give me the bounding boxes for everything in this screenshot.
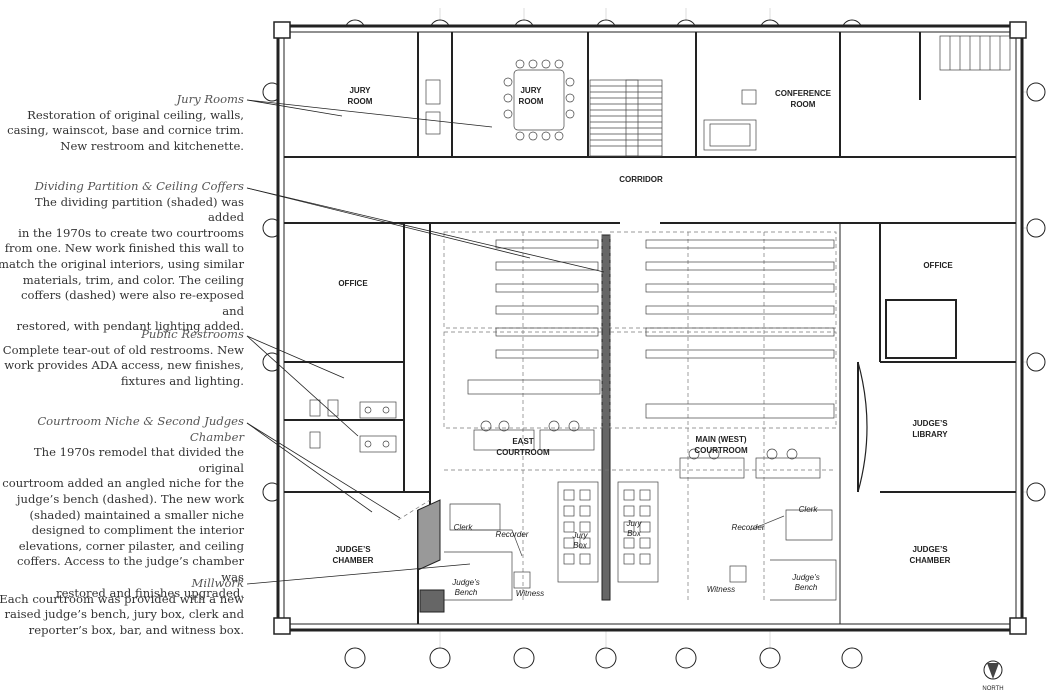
note-public-restrooms: Public Restrooms Complete tear-out of ol… xyxy=(0,327,244,389)
furniture-label: Witness xyxy=(516,589,544,598)
annotation-notes: Jury Rooms Restoration of original ceili… xyxy=(0,0,250,694)
note-line: courtroom added an angled niche for the xyxy=(2,476,244,491)
furniture-label: Recorder xyxy=(496,530,529,539)
courtroom-niche xyxy=(397,499,445,613)
note-line: coffers (dashed) were also re-exposed an… xyxy=(21,288,244,318)
furniture-label: Recorder xyxy=(732,523,765,532)
leader-lines xyxy=(246,99,605,585)
note-line: designed to compliment the interior xyxy=(31,523,244,538)
note-line: (shaded) maintained a smaller niche xyxy=(29,507,244,522)
note-line: New restroom and kitchenette. xyxy=(60,138,244,153)
note-heading: Courtroom Niche & Second Judges Chamber xyxy=(37,414,244,444)
note-line: Complete tear-out of old restrooms. New xyxy=(2,342,244,357)
note-courtroom-niche: Courtroom Niche & Second Judges Chamber … xyxy=(0,414,244,601)
room-label: CORRIDOR xyxy=(619,175,663,184)
north-arrow: NORTH xyxy=(982,660,1004,692)
north-arrow-icon xyxy=(987,663,999,679)
room-label: JURY xyxy=(520,86,542,95)
room-labels: JURY ROOM JURY ROOM CONFERENCE ROOM CORR… xyxy=(333,86,954,565)
room-label: COURTROOM xyxy=(694,446,748,455)
note-line: materials, trim, and color. The ceiling xyxy=(22,272,244,287)
note-millwork: Millwork Each courtroom was provided wit… xyxy=(0,576,244,638)
room-label: EAST xyxy=(512,437,533,446)
furniture-label: Bench xyxy=(455,588,478,597)
room-label: OFFICE xyxy=(923,261,953,270)
furniture-label: Jury xyxy=(571,531,588,540)
note-line: reporter’s box, bar, and witness box. xyxy=(28,622,244,637)
note-line: fixtures and lighting. xyxy=(120,373,244,388)
room-label: OFFICE xyxy=(338,279,368,288)
furniture-label: Judge’s xyxy=(451,578,479,587)
stair xyxy=(589,35,1011,157)
note-line: Each courtroom was provided with a new xyxy=(0,591,244,606)
room-label: CONFERENCE xyxy=(775,89,832,98)
room-label: JURY xyxy=(349,86,371,95)
note-line: restored, with pendant lighting added. xyxy=(16,319,245,334)
room-label: MAIN (WEST) xyxy=(695,435,746,444)
note-line: in the 1970s to create two courtrooms xyxy=(18,225,244,240)
gallery-benches xyxy=(444,239,837,601)
note-heading: Millwork xyxy=(191,576,244,590)
note-jury-rooms: Jury Rooms Restoration of original ceili… xyxy=(0,92,244,154)
note-heading: Public Restrooms xyxy=(141,327,244,341)
room-label: LIBRARY xyxy=(912,430,948,439)
furniture-label: Judge’s xyxy=(791,573,819,582)
note-line: casing, wainscot, base and cornice trim. xyxy=(7,123,244,138)
note-line: judge’s bench (dashed). The new work xyxy=(16,491,244,506)
note-line: restored and finishes upgraded. xyxy=(56,585,244,600)
note-line: The dividing partition (shaded) was adde… xyxy=(34,194,244,225)
note-line: raised judge’s bench, jury box, clerk an… xyxy=(4,607,244,622)
note-dividing-partition: Dividing Partition & Ceiling Coffers The… xyxy=(0,179,244,335)
ceiling-coffers xyxy=(443,231,837,600)
note-heading: Dividing Partition & Ceiling Coffers xyxy=(34,179,244,193)
furniture-label: Jury xyxy=(625,519,642,528)
room-label: JUDGE’S xyxy=(912,419,948,428)
room-label: CHAMBER xyxy=(333,556,374,565)
room-label: ROOM xyxy=(519,97,544,106)
furniture-label: Bench xyxy=(795,583,818,592)
note-line: from one. New work finished this wall to xyxy=(4,241,244,256)
room-label: JUDGE’S xyxy=(335,545,371,554)
furniture-label: Clerk xyxy=(454,523,474,532)
note-line: coffers. Access to the judge’s chamber w… xyxy=(16,554,244,584)
furniture-label: Box xyxy=(627,529,642,538)
note-line: work provides ADA access, new finishes, xyxy=(4,358,244,373)
room-label: COURTROOM xyxy=(496,448,550,457)
furniture-labels: Clerk Recorder Judge’s Bench Witness Jur… xyxy=(451,505,819,598)
room-label: ROOM xyxy=(791,100,816,109)
furniture-label: Clerk xyxy=(799,505,819,514)
furniture-top xyxy=(309,59,757,453)
room-label: JUDGE’S xyxy=(912,545,948,554)
room-label: ROOM xyxy=(348,97,373,106)
library-arch xyxy=(857,361,868,493)
interior-walls xyxy=(284,32,1016,624)
room-label: CHAMBER xyxy=(910,556,951,565)
furniture-label: Box xyxy=(573,541,588,550)
note-line: match the original interiors, using simi… xyxy=(0,256,244,271)
furniture-label: Witness xyxy=(707,585,735,594)
north-label: NORTH xyxy=(982,686,1003,692)
note-line: Restoration of original ceiling, walls, xyxy=(27,107,244,122)
note-line: elevations, corner pilaster, and ceiling xyxy=(18,538,244,553)
note-line: The 1970s remodel that divided the origi… xyxy=(33,445,244,475)
note-heading: Jury Rooms xyxy=(176,92,244,106)
